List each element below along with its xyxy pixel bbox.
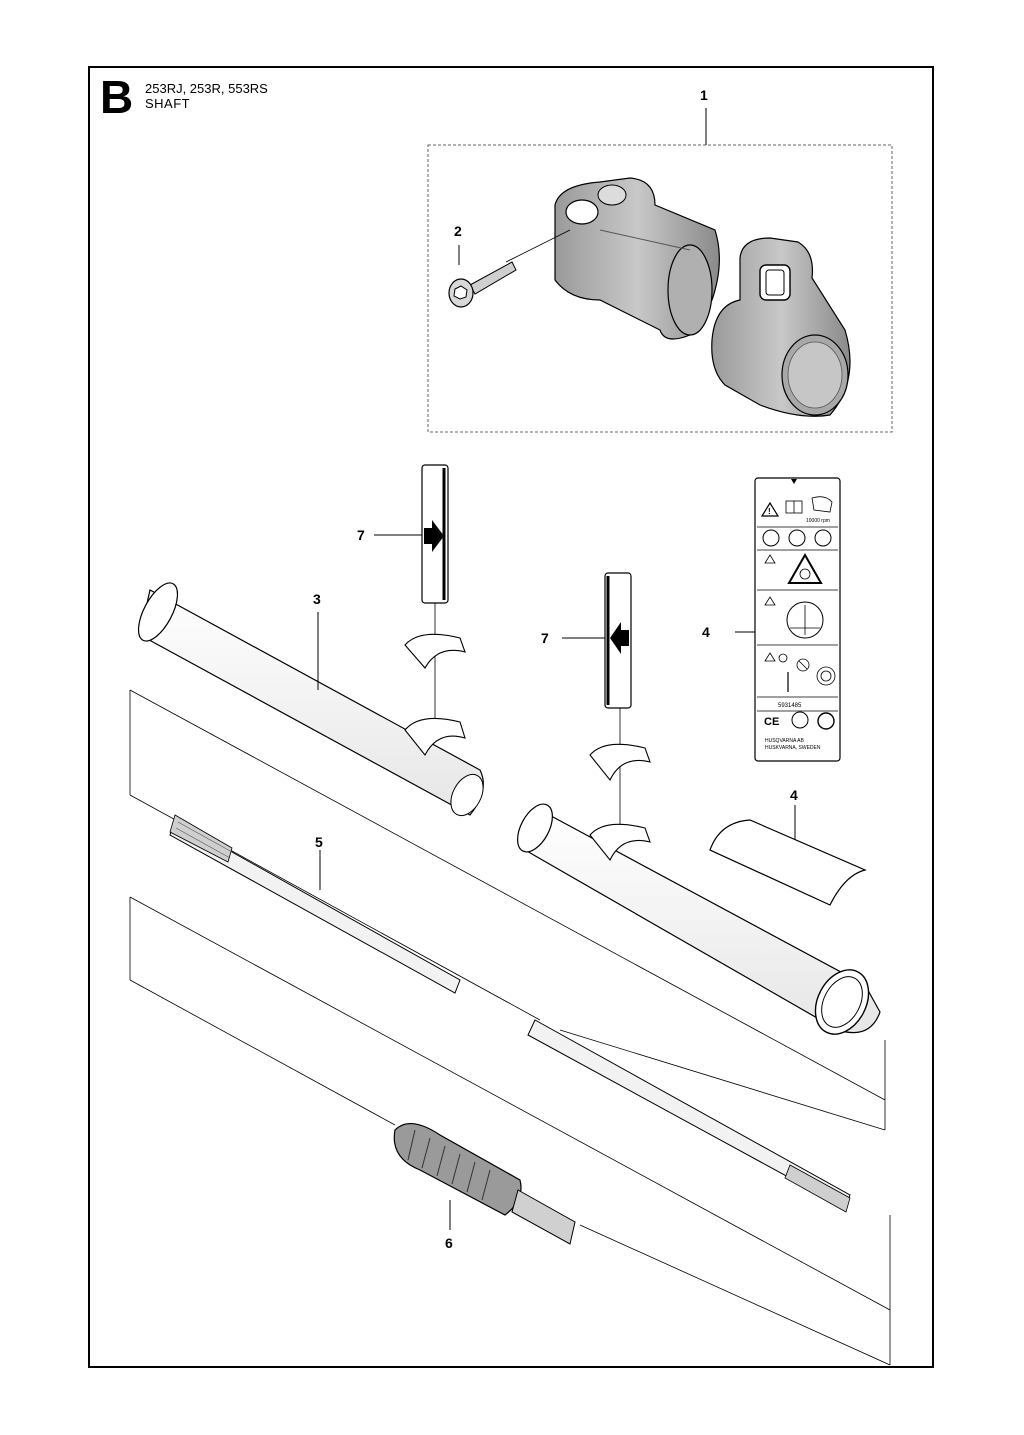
gloves-icon: [788, 529, 806, 547]
page-frame: [88, 66, 934, 1368]
callout-4-decal: 4: [702, 624, 710, 640]
callout-6: 6: [445, 1235, 453, 1251]
ce-mark-icon: CE: [764, 716, 779, 728]
blade-icon: [811, 496, 833, 513]
decal-maker-line2: HUSKVARNA, SWEDEN: [765, 745, 821, 751]
callout-2: 2: [454, 223, 462, 239]
model-list: 253RJ, 253R, 553RS: [145, 81, 268, 96]
worm-gear: [393, 1123, 576, 1245]
callout-1: 1: [700, 87, 708, 103]
arrow-left-icon: [610, 622, 629, 654]
handle-clamp-left: [554, 177, 720, 340]
direction-decal-right: [562, 572, 632, 830]
decal-part-number: 5931485: [778, 703, 802, 709]
section-title: SHAFT: [145, 96, 191, 111]
warning-triangle-icon: [760, 501, 780, 517]
handle-clamp-right: [711, 237, 851, 417]
callout-7-left: 7: [357, 527, 365, 543]
callout-7-right: 7: [541, 630, 549, 646]
decal-rpm: 10000 rpm: [806, 518, 830, 524]
svg-text:!: !: [768, 507, 771, 516]
callout-5: 5: [315, 834, 323, 850]
shaft-tube: [129, 582, 886, 1131]
boots-icon: [814, 529, 832, 547]
arrow-right-icon: [424, 520, 444, 552]
sheet-letter: B: [100, 71, 134, 123]
safety-warning-decal: ! 10000 rpm 5931485 CE HUSQVARNA AB HUSK: [735, 477, 841, 762]
protective-sleeve: [709, 805, 867, 906]
callout-4-sleeve: 4: [790, 787, 798, 803]
callout-3: 3: [313, 591, 321, 607]
drive-shaft: [129, 814, 891, 1366]
pct-mark-icon: [791, 711, 809, 729]
assembly-dashed-box: [427, 144, 893, 433]
direction-decal-left: [374, 464, 449, 720]
screw: [448, 229, 571, 308]
gost-mark-icon: [817, 712, 835, 730]
tube-sleeve-pieces: [404, 633, 651, 862]
helmet-icon: [762, 529, 780, 547]
handle-assembly-group: [427, 108, 893, 433]
decal-maker-line1: HUSQVARNA AB: [765, 738, 804, 744]
